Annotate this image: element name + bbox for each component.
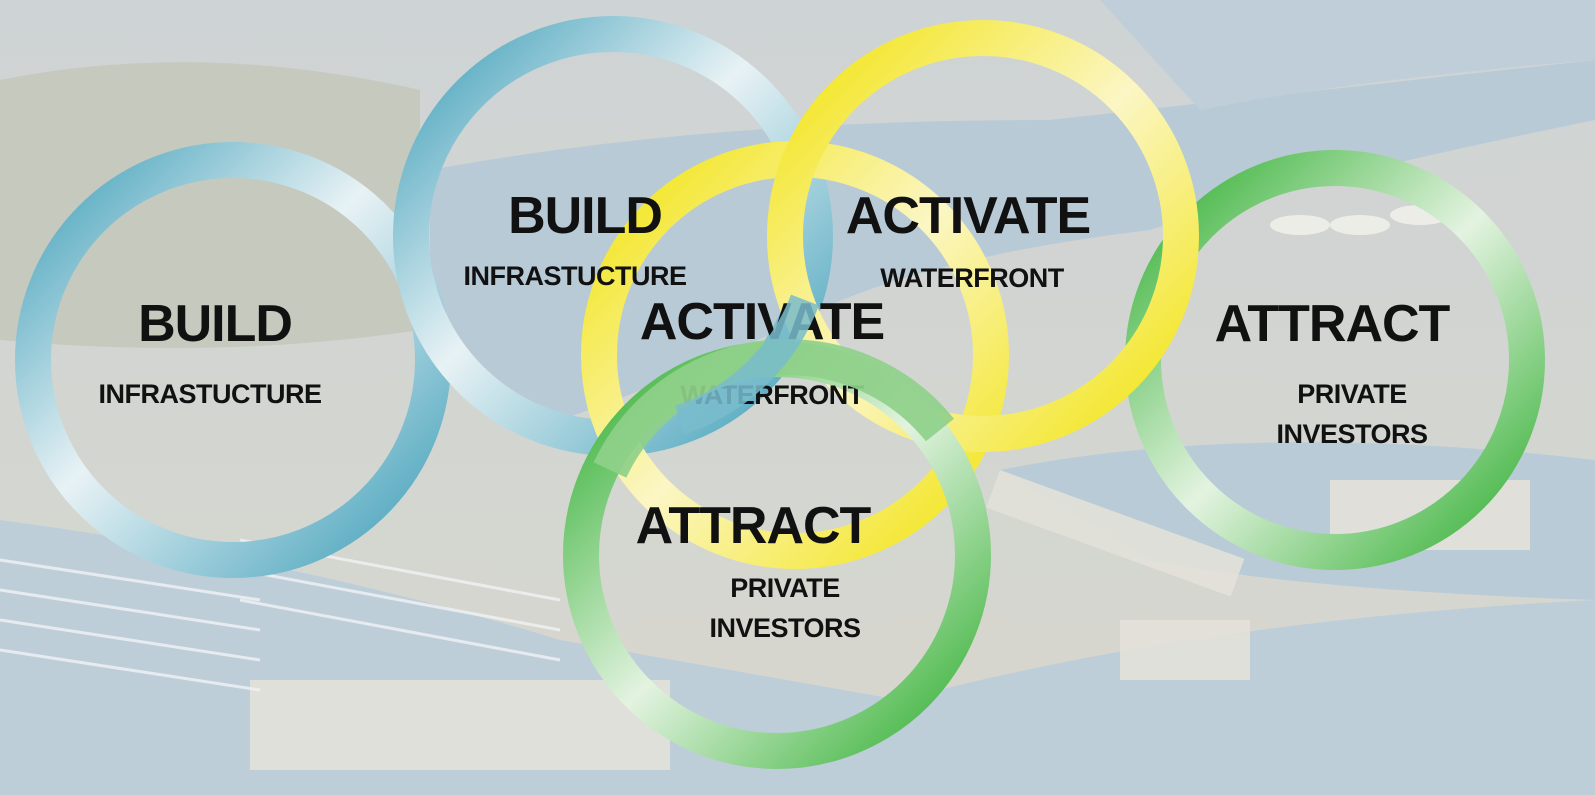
activate-top-subtitle: WATERFRONT [880, 263, 1064, 293]
ring-group [15, 16, 1545, 769]
attract-bottom-subtitle: PRIVATE INVESTORS [709, 573, 861, 643]
upper-harbor [1100, 0, 1595, 110]
activate-top-title: ACTIVATE [845, 187, 1091, 245]
ring-activate-top [767, 20, 1199, 452]
build-top-title: BUILD [508, 187, 663, 245]
attract-right-title: ATTRACT [1214, 295, 1451, 353]
attract-right-subtitle: PRIVATE INVESTORS [1276, 379, 1428, 449]
activate-mid-subtitle: WATERFRONT [680, 380, 864, 410]
marina-docks [0, 538, 561, 692]
attract-bottom-title: ATTRACT [635, 497, 872, 555]
build-left-subtitle: INFRASTUCTURE [98, 379, 323, 409]
build-left-title: BUILD [138, 295, 293, 353]
activate-mid-title: ACTIVATE [639, 293, 885, 351]
hillside-area [0, 62, 420, 348]
build-top-subtitle: INFRASTUCTURE [463, 261, 688, 291]
